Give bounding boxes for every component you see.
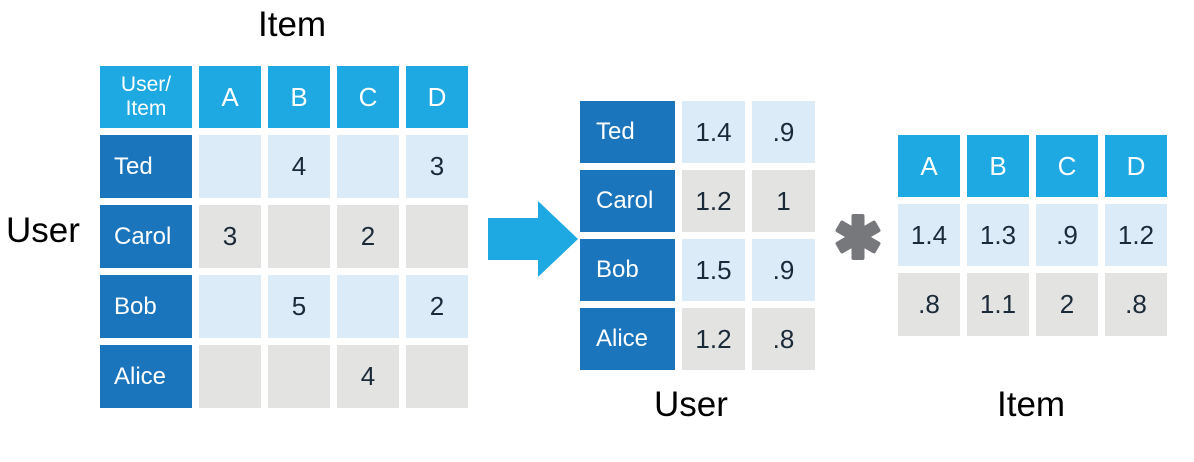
user-factors-matrix: Ted 1.4 .9 Carol 1.2 1 Bob 1.5 .9 Alice … xyxy=(580,101,815,370)
item-factors-column-header-d: D xyxy=(1105,135,1167,197)
item-factors-caption: Item xyxy=(997,385,1066,424)
ratings-column-header-d: D xyxy=(406,66,468,128)
user-factors-row-header-carol: Carol xyxy=(580,170,675,232)
item-factors-column-header-b: B xyxy=(967,135,1029,197)
ratings-corner-header: User/ Item xyxy=(100,66,192,128)
user-factor-cell: 1 xyxy=(752,170,815,232)
user-factor-cell: 1.5 xyxy=(682,239,745,301)
ratings-cell: 5 xyxy=(268,275,330,338)
ratings-cell: 2 xyxy=(337,205,399,268)
ratings-cell xyxy=(268,345,330,408)
ratings-cell xyxy=(199,345,261,408)
ratings-cell xyxy=(337,135,399,198)
ratings-row-header-carol: Carol xyxy=(100,205,192,268)
item-axis-label: Item xyxy=(258,5,327,44)
ratings-cell xyxy=(337,275,399,338)
user-factor-cell: .9 xyxy=(752,101,815,163)
ratings-cell xyxy=(199,135,261,198)
ratings-column-header-c: C xyxy=(337,66,399,128)
user-factor-cell: 1.2 xyxy=(682,308,745,370)
ratings-corner-line2: Item xyxy=(125,97,167,120)
ratings-cell: 4 xyxy=(268,135,330,198)
item-factor-cell: .8 xyxy=(898,273,960,336)
ratings-cell: 3 xyxy=(199,205,261,268)
ratings-row-header-alice: Alice xyxy=(100,345,192,408)
user-axis-label: User xyxy=(6,211,80,250)
user-factor-cell: .9 xyxy=(752,239,815,301)
user-factors-row-header-alice: Alice xyxy=(580,308,675,370)
user-factors-caption: User xyxy=(654,385,728,424)
item-factor-cell: 1.1 xyxy=(967,273,1029,336)
ratings-cell: 4 xyxy=(337,345,399,408)
ratings-cell xyxy=(199,275,261,338)
ratings-matrix: User/ Item A B C D Ted 4 3 Carol 3 2 Bob… xyxy=(100,66,468,408)
ratings-row-header-bob: Bob xyxy=(100,275,192,338)
ratings-corner-line1: User/ xyxy=(120,73,172,97)
item-factors-column-header-a: A xyxy=(898,135,960,197)
ratings-cell: 2 xyxy=(406,275,468,338)
ratings-cell xyxy=(268,205,330,268)
ratings-cell xyxy=(406,205,468,268)
ratings-column-header-b: B xyxy=(268,66,330,128)
multiply-asterisk-icon xyxy=(835,214,881,260)
ratings-cell: 3 xyxy=(406,135,468,198)
right-arrow-icon xyxy=(488,201,578,277)
user-factor-cell: 1.2 xyxy=(682,170,745,232)
item-factor-cell: 1.3 xyxy=(967,204,1029,266)
item-factor-cell: 1.2 xyxy=(1105,204,1167,266)
user-factors-row-header-bob: Bob xyxy=(580,239,675,301)
item-factor-cell: .8 xyxy=(1105,273,1167,336)
user-factor-cell: .8 xyxy=(752,308,815,370)
ratings-cell xyxy=(406,345,468,408)
ratings-row-header-ted: Ted xyxy=(100,135,192,198)
ratings-column-header-a: A xyxy=(199,66,261,128)
item-factor-cell: 1.4 xyxy=(898,204,960,266)
user-factors-row-header-ted: Ted xyxy=(580,101,675,163)
item-factors-matrix: A B C D 1.4 1.3 .9 1.2 .8 1.1 2 .8 xyxy=(898,135,1167,336)
item-factors-column-header-c: C xyxy=(1036,135,1098,197)
user-factor-cell: 1.4 xyxy=(682,101,745,163)
item-factor-cell: 2 xyxy=(1036,273,1098,336)
item-factor-cell: .9 xyxy=(1036,204,1098,266)
